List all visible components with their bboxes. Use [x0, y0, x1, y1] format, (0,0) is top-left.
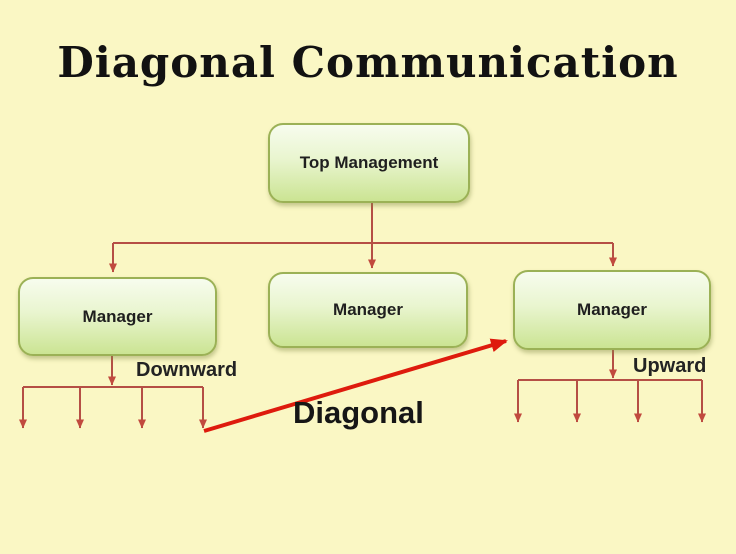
top-tree-connector	[109, 203, 617, 273]
node-manager-left-label: Manager	[82, 306, 153, 326]
downward-label: Downward	[136, 359, 238, 381]
diagonal-label: Diagonal	[293, 395, 424, 430]
node-manager-center: Manager	[268, 272, 468, 348]
node-top-management: Top Management	[268, 123, 470, 203]
node-top-management-label: Top Management	[299, 153, 439, 172]
node-manager-center-label: Manager	[333, 300, 403, 319]
upward-label: Upward	[633, 355, 707, 377]
node-manager-right: Manager	[513, 270, 711, 350]
node-manager-left: Manager	[18, 277, 217, 356]
page-title: Diagonal Communication	[57, 38, 679, 87]
node-manager-right-label: Manager	[577, 300, 647, 319]
